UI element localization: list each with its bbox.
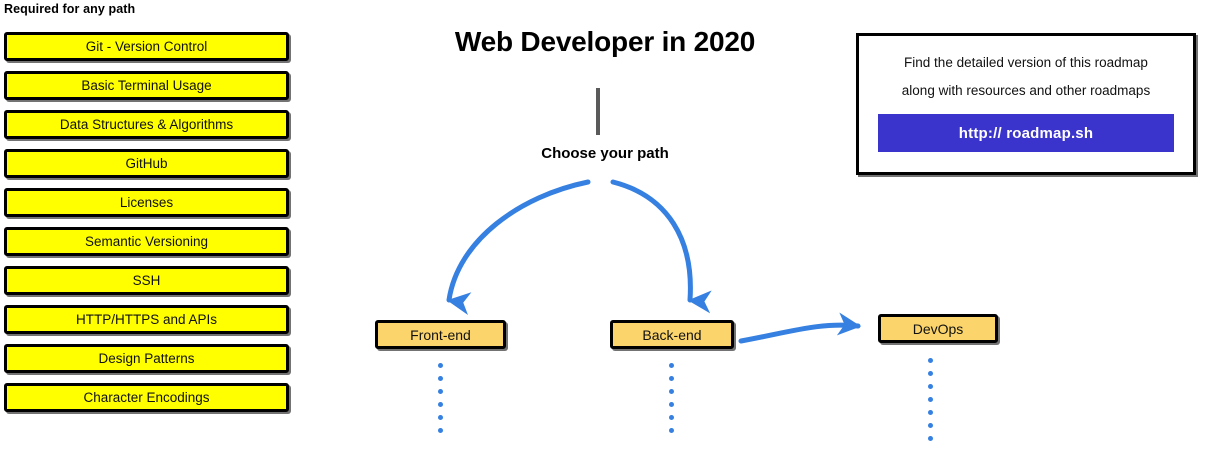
required-skill-label: Git - Version Control [85,38,208,54]
trail-dot [928,358,933,363]
choose-your-path-label: Choose your path [541,145,669,162]
required-skill-item[interactable]: Git - Version Control [4,32,289,61]
trail-dot [928,397,933,402]
required-skills-section: Required for any path Git - Version Cont… [4,0,296,436]
required-skill-item[interactable]: Licenses [4,188,289,217]
required-skill-item[interactable]: HTTP/HTTPS and APIs [4,305,289,334]
trail-dot [438,363,443,368]
path-box-front-end[interactable]: Front-end [375,320,506,349]
detailed-version-info-card: Find the detailed version of this roadma… [856,33,1196,175]
path-box-label: DevOps [912,320,964,337]
trail-dot [928,436,933,441]
required-skill-label: Basic Terminal Usage [81,77,212,93]
title-stem-line [596,88,600,135]
info-card-line-1: Find the detailed version of this roadma… [904,55,1148,70]
trail-dot [438,428,443,433]
required-skill-label: Data Structures & Algorithms [59,116,234,132]
trail-dot [438,376,443,381]
trail-dot [928,371,933,376]
path-box-devops[interactable]: DevOps [878,314,998,343]
required-skill-label: SSH [132,272,161,288]
trail-dot [669,415,674,420]
trail-dot [669,376,674,381]
path-box-label: Front-end [410,326,471,343]
required-skill-item[interactable]: Basic Terminal Usage [4,71,289,100]
roadmap-link-label: http:// roadmap.sh [958,124,1094,142]
path-box-label: Back-end [642,326,702,343]
trail-dot [669,428,674,433]
required-skill-label: HTTP/HTTPS and APIs [75,311,218,327]
required-section-heading: Required for any path [4,2,136,16]
trail-dot [669,363,674,368]
trail-dot [438,402,443,407]
trail-dot [928,423,933,428]
dotted-trail-back-end [669,363,674,441]
trail-dot [669,402,674,407]
trail-dot [669,389,674,394]
required-skills-list: Git - Version Control Basic Terminal Usa… [4,32,291,422]
required-skill-item[interactable]: Data Structures & Algorithms [4,110,289,139]
required-skill-item[interactable]: GitHub [4,149,289,178]
required-skill-item[interactable]: Design Patterns [4,344,289,373]
roadmap-center-section: Web Developer in 2020 Choose your path [300,0,860,436]
dotted-trail-front-end [438,363,443,441]
info-card-line-2: along with resources and other roadmaps [901,83,1151,98]
roadmap-link-button[interactable]: http:// roadmap.sh [878,114,1174,152]
required-skill-item[interactable]: SSH [4,266,289,295]
required-skill-label: GitHub [125,155,168,171]
trail-dot [928,410,933,415]
trail-dot [438,389,443,394]
required-skill-label: Semantic Versioning [84,233,209,249]
path-box-back-end[interactable]: Back-end [610,320,734,349]
trail-dot [438,415,443,420]
trail-dot [928,384,933,389]
page-title: Web Developer in 2020 [454,26,756,57]
required-skill-label: Design Patterns [98,350,195,366]
required-skill-item[interactable]: Character Encodings [4,383,289,412]
required-skill-label: Licenses [119,194,174,210]
required-skill-label: Character Encodings [83,389,210,405]
dotted-trail-devops [928,358,933,449]
required-skill-item[interactable]: Semantic Versioning [4,227,289,256]
